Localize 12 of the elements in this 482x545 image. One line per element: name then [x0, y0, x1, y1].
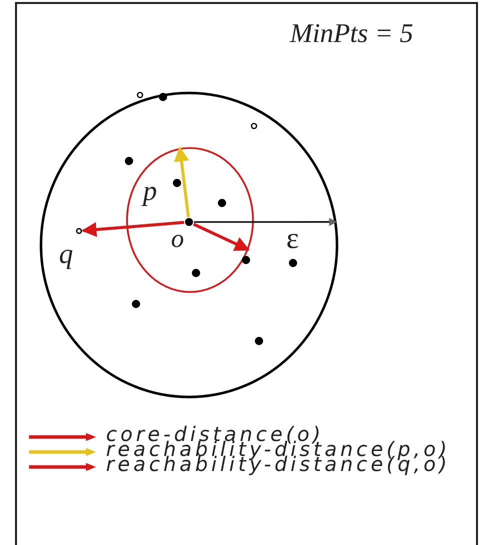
data-point: [76, 228, 82, 234]
arrow: [192, 222, 250, 252]
arrow: [82, 220, 184, 238]
core-distance-circle: [126, 147, 254, 293]
point-label: q: [59, 241, 73, 269]
arrow: [174, 146, 190, 218]
parameter-label: MinPts = 5: [290, 20, 414, 47]
point-label: p: [143, 178, 157, 206]
data-point: [185, 218, 193, 226]
point-label: o: [171, 226, 184, 252]
epsilon-neighborhood-circle: [40, 92, 338, 398]
arrow: [194, 218, 338, 226]
